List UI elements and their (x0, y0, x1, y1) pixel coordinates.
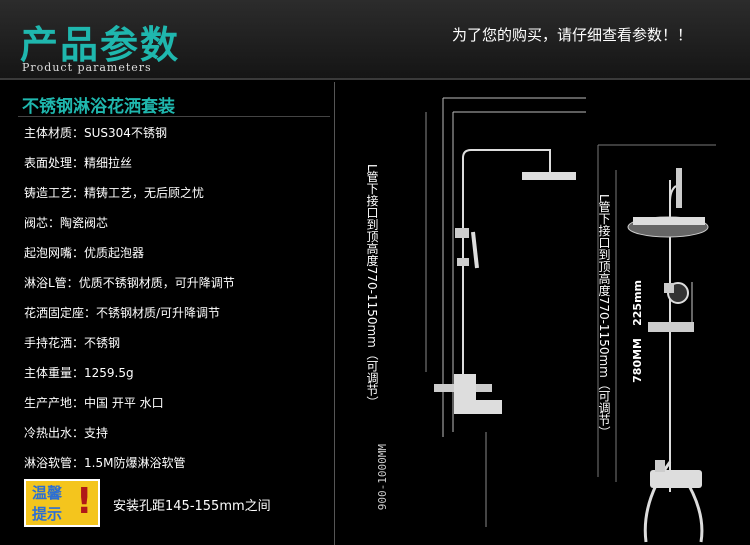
shower-set-left (462, 149, 551, 382)
spec-value: 优质不锈钢材质，可升降调节 (78, 276, 235, 290)
tip-badge-text: 温馨提示 (32, 484, 63, 523)
page-subtitle: Product parameters (22, 61, 152, 74)
spec-value: 优质起泡器 (84, 246, 145, 260)
page-title: 产品参数 (20, 23, 181, 67)
purchase-notice: 为了您的购买，请仔细查看参数！！ (452, 26, 693, 44)
spec-panel (0, 82, 335, 545)
spec-row: 淋浴L管：优质不锈钢材质，可升降调节 (24, 274, 235, 291)
hand-shower-left (471, 231, 479, 269)
dimension-780mm: 780MM (631, 338, 644, 383)
spec-row: 阀芯：陶瓷阀芯 (24, 214, 108, 231)
spec-label: 主体材质： (24, 126, 85, 140)
bottom-dimension: 900-1000MM (376, 444, 389, 511)
spec-value: 精铸工艺，无后顾之忧 (84, 186, 205, 200)
spec-value: 支持 (84, 426, 109, 440)
spec-label: 铸造工艺： (24, 186, 85, 200)
shelf-right (648, 322, 694, 332)
spec-value: 1259.5g (84, 366, 134, 380)
spec-row: 手持花洒：不锈钢 (24, 334, 120, 351)
spec-label: 冷热出水： (24, 426, 85, 440)
spec-label: 表面处理： (24, 156, 85, 170)
spec-row: 起泡网嘴：优质起泡器 (24, 244, 144, 261)
spec-value: 1.5M防爆淋浴软管 (84, 456, 186, 470)
shower-head-left (522, 172, 576, 180)
warm-tip-badge: 温馨提示 ! (24, 479, 100, 527)
left-height-label: L管下接口到顶高度770-1150mm（可调节） (365, 164, 379, 408)
spec-label: 阀芯： (24, 216, 61, 230)
exclamation-icon: ! (76, 481, 93, 522)
spec-value: 中国 开平 水口 (84, 396, 164, 410)
spec-label: 主体重量： (24, 366, 85, 380)
spec-row: 冷热出水：支持 (24, 424, 108, 441)
header-bar: 产品参数 Product parameters 为了您的购买，请仔细查看参数！！ (0, 0, 750, 80)
spec-label: 手持花洒： (24, 336, 85, 350)
spec-row: 淋浴软管：1.5M防爆淋浴软管 (24, 454, 185, 471)
mixer-right (650, 470, 702, 488)
spec-label: 花洒固定座： (24, 306, 97, 320)
right-height-label: L管下接口到顶高度770-1150mm（可调节） (597, 194, 611, 438)
spec-label: 淋浴L管： (24, 276, 79, 290)
shower-drawing (425, 97, 716, 543)
spec-label: 淋浴软管： (24, 456, 85, 470)
spec-label: 生产产地： (24, 396, 85, 410)
spec-row: 表面处理：精细拉丝 (24, 154, 132, 171)
installation-diagram: L管下接口到顶高度770-1150mm（可调节） 900-1000MM L管下接… (336, 82, 750, 545)
spec-value: 不锈钢材质/可升降调节 (96, 306, 221, 320)
spec-value: 精细拉丝 (84, 156, 133, 170)
spec-label: 起泡网嘴： (24, 246, 85, 260)
product-name: 不锈钢淋浴花洒套装 (22, 97, 175, 117)
spec-row: 花洒固定座：不锈钢材质/可升降调节 (24, 304, 220, 321)
spec-value: SUS304不锈钢 (84, 126, 167, 140)
valve-left (455, 228, 469, 238)
spec-row: 生产产地：中国 开平 水口 (24, 394, 164, 411)
divider (18, 116, 330, 117)
spec-value: 陶瓷阀芯 (60, 216, 109, 230)
spec-row: 主体重量：1259.5g (24, 364, 134, 381)
install-note: 安装孔距145-155mm之间 (113, 499, 271, 514)
spec-value: 不锈钢 (84, 336, 121, 350)
spec-row: 主体材质：SUS304不锈钢 (24, 124, 167, 141)
spec-row: 铸造工艺：精铸工艺，无后顾之忧 (24, 184, 204, 201)
dimension-225mm: 225mm (631, 280, 644, 326)
